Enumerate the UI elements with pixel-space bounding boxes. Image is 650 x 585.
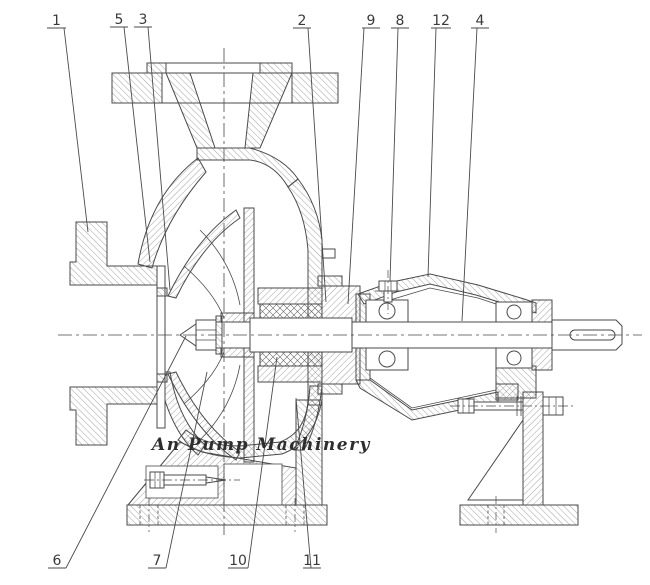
- callout-1: 1: [47, 13, 89, 233]
- callout-leader-line: [65, 335, 187, 569]
- callout-number: 5: [115, 12, 124, 28]
- pedestal-bolt: [450, 396, 575, 416]
- callout-leader-line: [63, 27, 89, 233]
- callout-number: 4: [476, 13, 485, 29]
- callout-leader-line: [427, 27, 437, 278]
- callout-number: 2: [298, 13, 307, 29]
- impeller-vanes: [183, 229, 241, 441]
- bearing-end-cover: [531, 299, 553, 323]
- impeller: [156, 207, 255, 463]
- callout-2: 2: [293, 13, 327, 303]
- callout-number: 11: [303, 553, 321, 569]
- pump-geometry: [58, 48, 642, 535]
- callout-number: 1: [52, 13, 61, 29]
- callout-leader-line: [123, 26, 151, 263]
- ball-bearing-left: [365, 299, 409, 371]
- callout-10: 10: [228, 356, 278, 569]
- callout-3: 3: [134, 12, 171, 291]
- seal-gland: [321, 285, 361, 323]
- pedestal-base-plate: [459, 504, 579, 526]
- pedestal-gusset: [467, 418, 524, 501]
- callout-leader-line: [307, 27, 327, 303]
- callout-number: 9: [367, 13, 376, 29]
- callout-7: 7: [148, 371, 208, 569]
- ball-bearing-right: [495, 301, 533, 369]
- callout-leader-line: [165, 371, 208, 569]
- callout-number: 12: [432, 13, 450, 29]
- callout-number: 10: [229, 553, 247, 569]
- callout-8: 8: [389, 13, 409, 282]
- callout-number: 8: [396, 13, 405, 29]
- wear-plate: [156, 265, 166, 429]
- centerlines: [58, 48, 642, 535]
- callout-9: 9: [347, 13, 380, 305]
- callout-4: 4: [461, 13, 489, 322]
- callout-12: 12: [427, 13, 451, 278]
- watermark-text: An Pump Machinery: [150, 435, 371, 455]
- foot-base-plate: [126, 504, 328, 526]
- discharge-flange: [111, 62, 339, 104]
- callout-number: 3: [139, 12, 148, 28]
- callout-number: 6: [53, 553, 62, 569]
- callout-leader-line: [295, 397, 312, 569]
- callout-11: 11: [295, 397, 321, 569]
- casing-stud: [321, 248, 336, 259]
- callout-5: 5: [110, 12, 151, 263]
- discharge-nozzle: [165, 72, 293, 149]
- foot-bolt-holes: [139, 505, 305, 525]
- callout-leader-line: [147, 26, 171, 291]
- frame-top-bolt: [375, 270, 401, 314]
- callout-leader-line: [461, 27, 478, 322]
- callout-number: 7: [153, 553, 162, 569]
- pedestal-support: [459, 391, 579, 533]
- callout-leader-line: [347, 27, 365, 305]
- callout-6: 6: [48, 335, 187, 569]
- callout-leader-line: [389, 27, 399, 282]
- callout-leader-line: [247, 356, 278, 569]
